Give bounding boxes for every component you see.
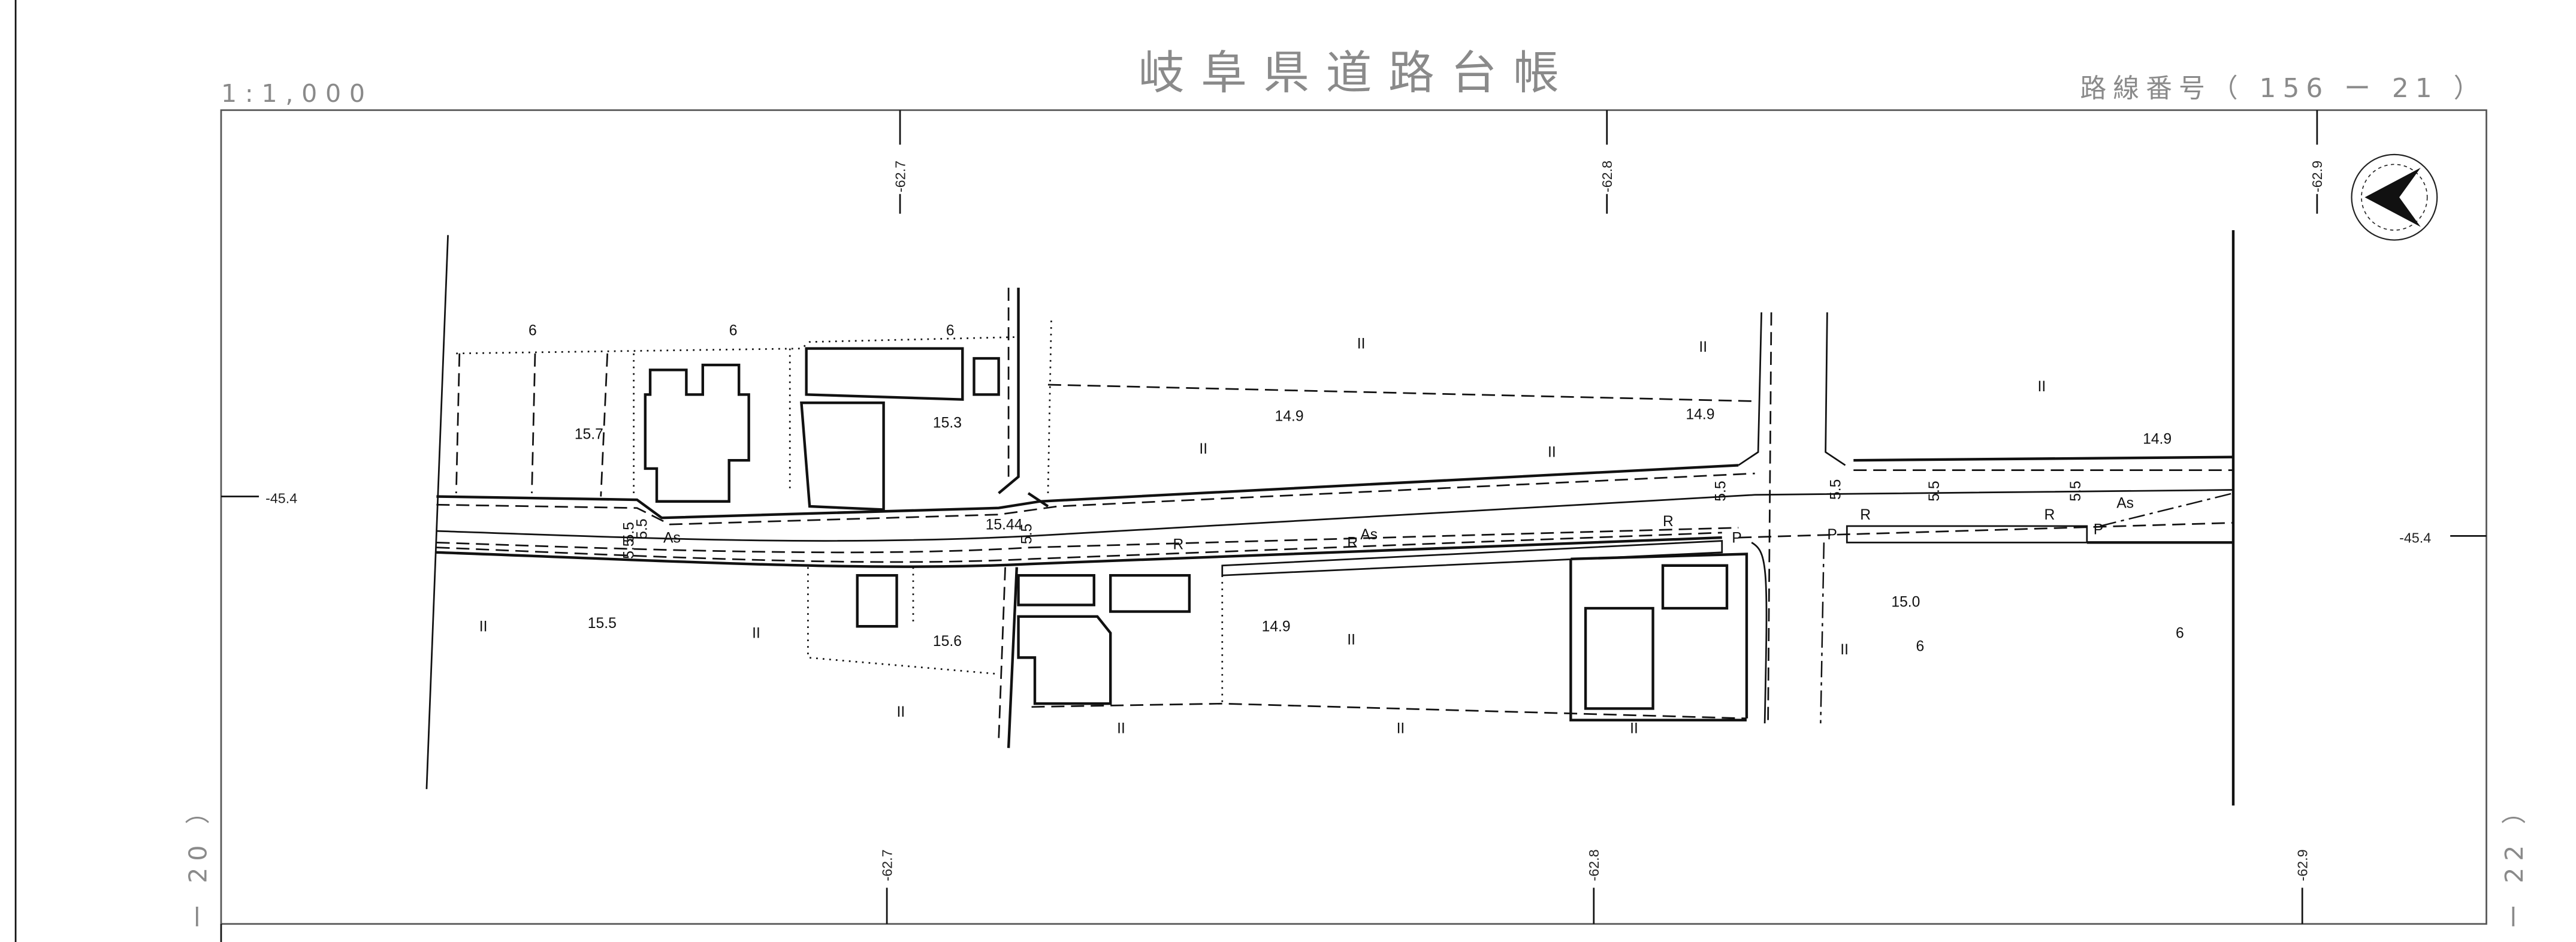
width-label-4: 5.5 [1713,481,1729,501]
route-number: 路線番号（ 156 ー 21 ） [2080,73,2486,104]
field-symbol-10: II [1347,632,1355,648]
tree-symbol-5: 6 [2176,625,2184,641]
curb-label-4: R [1860,507,1871,523]
field-symbol-9: II [1117,721,1125,737]
elevation-6: 15.5 [588,615,617,632]
width-label-3: 5.5 [1019,524,1035,544]
elevation-9: 15.0 [1891,594,1920,610]
surface-label-3: As [2116,496,2134,512]
tree-symbol-3: 6 [946,323,955,339]
elevation-7: 15.6 [933,633,962,650]
width-label-7: 5.5 [1828,479,1844,500]
grid-label-right: -45.4 [2399,530,2431,545]
grid-ticks [221,110,2487,924]
parking-label-1: P [1732,530,1741,546]
parking-label-2: P [1827,527,1837,543]
curb-label-5: R [2044,507,2055,523]
grid-label-bottom-3: -62.9 [2294,849,2310,881]
grid-label-top-1: -62.7 [892,161,908,192]
field-symbol-5: II [2038,379,2046,395]
width-label-2: 5.5 [621,538,638,558]
elevation-2: 15.3 [933,415,962,431]
field-symbol-12: II [1630,721,1638,737]
tree-symbol-1: 6 [529,323,537,339]
map-linework [425,230,2235,806]
width-label-1: 5.5 [621,522,638,542]
map-labels: 15.7 15.3 14.9 14.9 14.9 15.5 15.6 14.9 15.0 15.4… [479,323,2184,737]
field-symbol-13: II [1840,642,1849,658]
north-arrow-icon [2351,153,2438,241]
curb-label-2: R [1347,535,1358,551]
field-symbol-1: II [1357,336,1366,352]
elevation-8: 14.9 [1262,618,1291,635]
tree-symbol-2: 6 [729,323,738,339]
curb-label-3: R [1663,514,1674,530]
map-scale: 1:1,000 [221,79,373,108]
map-frame [220,109,2487,925]
elevation-4: 14.9 [1686,407,1714,423]
field-symbol-8: II [897,704,905,720]
width-label-6: 5.5 [2068,481,2084,501]
elevation-1: 15.7 [575,427,603,443]
elevation-3: 14.9 [1275,408,1304,424]
adjacent-sheet-left: ー 20 ） [183,793,212,929]
field-symbol-11: II [1397,721,1405,737]
grid-label-bottom-1: -62.7 [879,849,895,881]
parking-label-3: P [2094,522,2103,538]
field-symbol-4: II [1548,445,1556,461]
elevation-5: 14.9 [2143,431,2172,448]
map-title: 岐阜県道路台帳 [1138,47,1576,100]
field-symbol-7: II [752,625,760,641]
surface-label-1: As [663,530,681,546]
adjacent-sheet-right: ー 22 ） [2500,793,2529,929]
grid-label-bottom-2: -62.8 [1586,849,1602,881]
field-symbol-6: II [479,618,488,635]
field-symbol-3: II [1199,441,1207,457]
width-label-5: 5.5 [1926,481,1943,501]
grid-label-top-3: -62.9 [2309,161,2325,192]
grid-label-top-2: -62.8 [1599,161,1615,192]
elevation-10: 15.44 [986,517,1023,533]
surface-label-2: As [1360,527,1378,543]
curb-label-1: R [1173,536,1183,552]
tree-symbol-4: 6 [1916,638,1925,654]
field-symbol-2: II [1699,339,1707,355]
width-label-8: 5.5 [635,519,651,539]
grid-label-left: -45.4 [265,490,297,506]
